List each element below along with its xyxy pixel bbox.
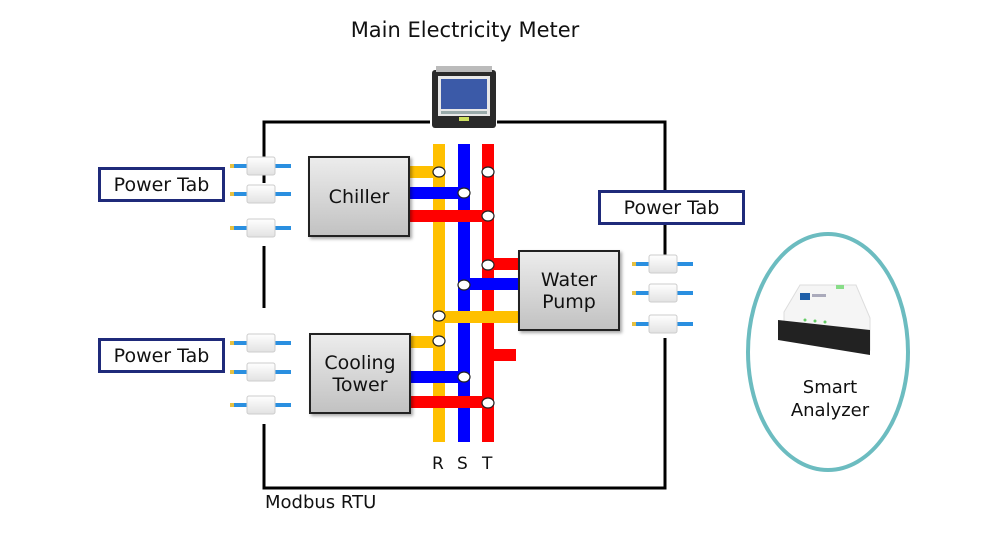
page-title: Main Electricity Meter <box>350 18 580 42</box>
smart-analyzer-device-icon <box>778 284 871 355</box>
phase-buses <box>408 144 520 442</box>
cooling-tower-label-2: Tower <box>332 373 388 396</box>
equipment-cooling-tower: Cooling Tower <box>309 333 411 414</box>
current-sensors-chiller <box>229 156 292 238</box>
smart-analyzer-label-2: Analyzer <box>790 400 870 421</box>
smart-analyzer-label-1: Smart <box>802 377 858 398</box>
smart-analyzer-label: Smart Analyzer <box>770 376 890 422</box>
water-pump-label-2: Pump <box>542 290 596 313</box>
modbus-rtu-label: Modbus RTU <box>265 492 377 513</box>
cooling-tower-label-1: Cooling <box>324 351 396 374</box>
junction-dots <box>432 166 495 409</box>
power-tab-chiller: Power Tab <box>98 167 225 202</box>
phase-label-t: T <box>482 454 493 474</box>
current-sensors-water-pump <box>631 254 694 334</box>
water-pump-label-1: Water <box>540 268 598 291</box>
electricity-meter-icon <box>432 66 496 128</box>
power-tab-cooling-tower: Power Tab <box>98 338 225 373</box>
chiller-label: Chiller <box>328 185 390 208</box>
phase-label-s: S <box>457 454 468 474</box>
current-sensors-cooling-tower <box>229 333 292 415</box>
phase-label-r: R <box>432 454 444 474</box>
equipment-chiller: Chiller <box>308 156 410 237</box>
smart-analyzer-ring <box>746 232 910 472</box>
equipment-water-pump: Water Pump <box>518 250 620 331</box>
power-tab-water-pump: Power Tab <box>598 190 745 225</box>
